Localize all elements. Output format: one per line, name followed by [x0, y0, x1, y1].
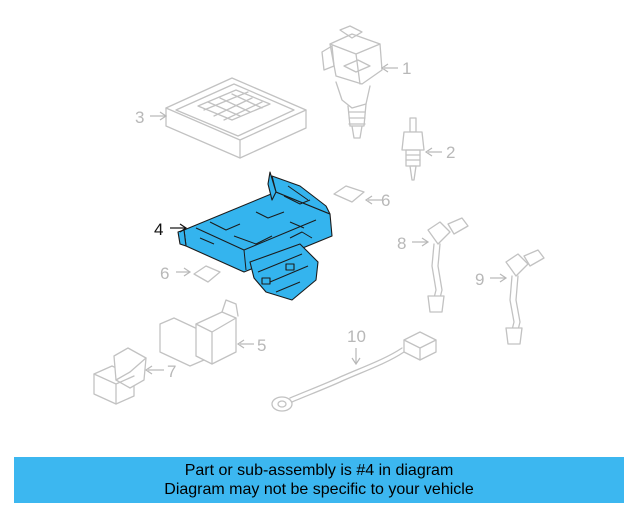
callout-1: 1 — [402, 59, 411, 78]
callout-4: 4 — [154, 220, 163, 239]
spark-plug-part[interactable] — [401, 117, 425, 181]
ecu-module-part[interactable] — [165, 77, 307, 159]
arrow-7 — [144, 365, 153, 375]
arrow-6b — [183, 267, 192, 277]
arrow-10 — [351, 357, 361, 366]
knock-sensor-right-part[interactable] — [505, 249, 545, 345]
callout-10: 10 — [347, 327, 366, 346]
banner-line-2: Diagram may not be specific to your vehi… — [164, 481, 474, 498]
callout-8: 8 — [397, 234, 406, 253]
callout-6b: 6 — [160, 264, 169, 283]
knock-sensor-left-part[interactable] — [427, 217, 469, 313]
callout-6a: 6 — [381, 191, 390, 210]
arrow-2 — [424, 147, 433, 157]
callout-9: 9 — [475, 270, 484, 289]
sensor-housing-part[interactable] — [93, 347, 147, 405]
arrow-8 — [421, 237, 430, 247]
callout-7: 7 — [167, 362, 176, 381]
adhesive-pad-upper-part[interactable] — [333, 185, 365, 203]
adhesive-pad-lower-part[interactable] — [193, 265, 221, 283]
ecu-bracket-part[interactable] — [177, 171, 333, 301]
info-banner: Part or sub-assembly is #4 in diagram Di… — [14, 457, 624, 503]
sensor-cable-part[interactable] — [271, 331, 437, 412]
parts-diagram: 1 2 3 6 — [93, 25, 545, 412]
arrow-6a — [364, 195, 373, 205]
callout-5: 5 — [257, 336, 266, 355]
arrow-9 — [499, 273, 508, 283]
arrow-4 — [179, 223, 188, 233]
arrow-5 — [236, 339, 245, 349]
ignition-coil-part[interactable] — [321, 25, 383, 139]
callout-2: 2 — [446, 143, 455, 162]
relay-bracket-part[interactable] — [159, 299, 239, 367]
banner-line-1: Part or sub-assembly is #4 in diagram — [184, 462, 454, 479]
arrow-3 — [159, 111, 168, 121]
callout-3: 3 — [135, 108, 144, 127]
arrow-1 — [380, 63, 389, 73]
